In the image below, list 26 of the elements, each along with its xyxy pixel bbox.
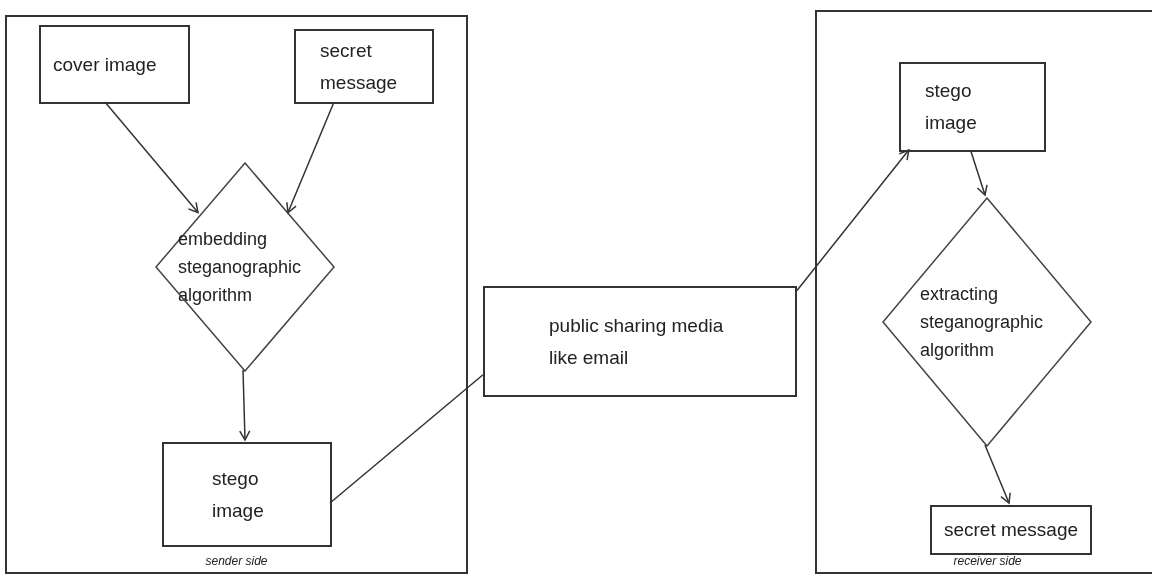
panel-caption: receiver side [952, 553, 1023, 570]
panel [5, 15, 468, 574]
diamond-text: embedding steganographic algorithm [177, 228, 303, 307]
panel [815, 10, 1152, 574]
arrow [984, 444, 1011, 504]
arrow [969, 149, 988, 196]
process-box [483, 286, 797, 397]
process-box [39, 25, 190, 104]
box-text: stego image [212, 466, 265, 523]
decision-diamond [882, 197, 1092, 447]
arrow [239, 369, 251, 441]
box-text: cover image [53, 52, 157, 77]
box-text: public sharing media like email [549, 313, 725, 370]
process-box [294, 29, 434, 104]
arrow [796, 149, 910, 292]
panel-caption: sender side [204, 553, 269, 570]
diamond-text: extracting steganographic algorithm [919, 283, 1045, 362]
box-text: stego image [925, 79, 978, 135]
process-box [899, 62, 1046, 152]
process-box [162, 442, 332, 547]
box-text: secret message [943, 518, 1079, 542]
box-text: secret message [320, 38, 399, 95]
arrow [286, 101, 335, 214]
process-box [930, 505, 1092, 555]
decision-diamond [155, 162, 335, 372]
arrow [104, 101, 199, 214]
